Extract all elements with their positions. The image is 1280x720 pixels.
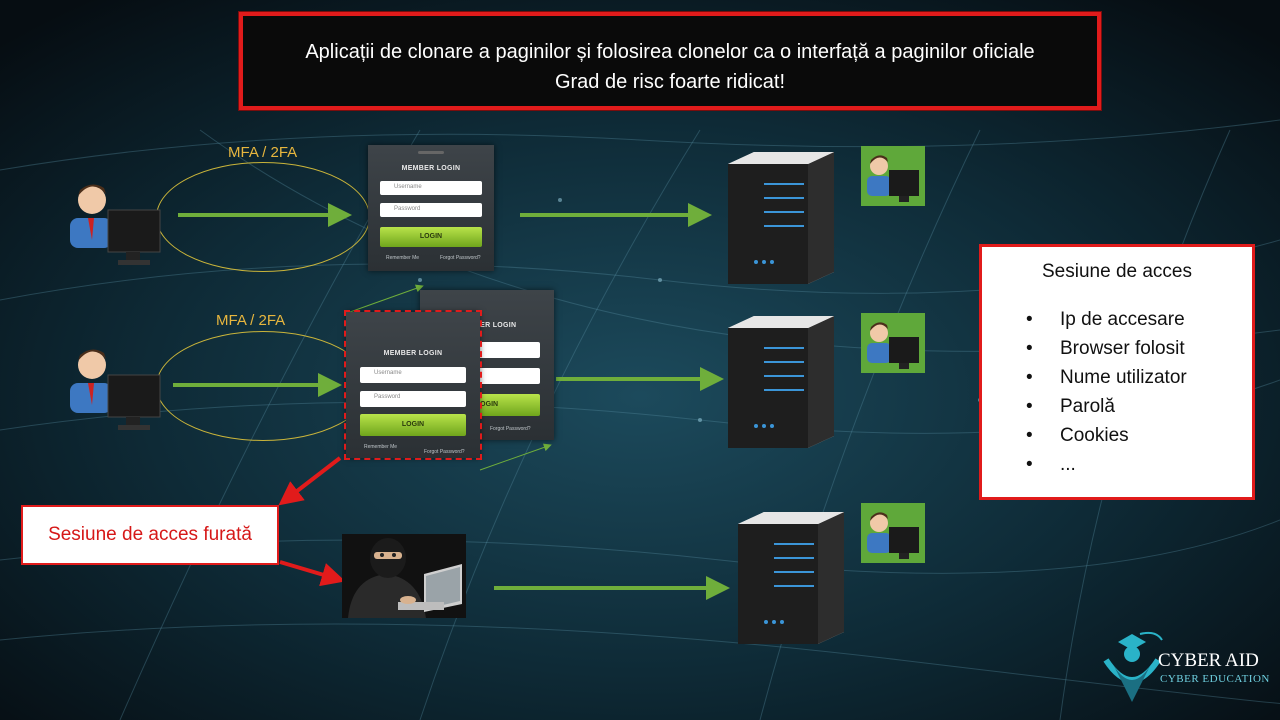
session-item: ... [1026,450,1187,479]
mfa-label-2: MFA / 2FA [216,312,286,329]
session-title: Sesiune de acces [1042,261,1192,282]
forgot-password[interactable]: Forgot Password? [424,449,465,455]
cyber-aid-logo-icon [1103,631,1163,702]
stolen-session-label: Sesiune de acces furată [21,505,279,565]
title-line-1: Aplicații de clonare a paginilor și folo… [305,41,1035,63]
clone-login-form-front: MEMBER LOGIN Username Password LOGIN Rem… [344,310,482,460]
login-button[interactable]: LOGIN [380,227,482,247]
session-item: Browser folosit [1026,334,1187,363]
user-badge-2 [861,313,925,373]
session-item: Ip de accesare [1026,305,1187,334]
form-grip [418,151,444,154]
mfa-ellipse-2 [156,331,370,441]
official-login-form: MEMBER LOGIN Username Password LOGIN Rem… [368,145,494,271]
mfa-label-1: MFA / 2FA [228,144,298,161]
user-icon-2 [70,349,161,430]
server-icon-1 [728,152,834,284]
remember-me[interactable]: Remember Me [364,444,398,450]
login-header: MEMBER LOGIN [383,350,443,357]
login-header: MEMBER LOGIN [401,165,461,172]
session-item: Parolă [1026,392,1187,421]
password-field[interactable]: Password [380,203,482,217]
remember-me[interactable]: Remember Me [386,255,420,261]
session-info-box: Sesiune de acces Ip de accesare Browser … [979,244,1255,500]
session-item: Cookies [1026,421,1187,450]
username-field[interactable]: Username [380,181,482,195]
user-badge-1 [861,146,925,206]
server-icon-2 [728,316,834,448]
username-field[interactable]: Username [360,367,466,383]
logo-tagline: CYBER EDUCATION [1160,673,1270,685]
mfa-ellipse-1 [156,162,370,272]
title-line-2: Grad de risc foarte ridicat! [554,71,786,93]
user-icon-1 [70,184,161,265]
login-button[interactable]: LOGIN [360,414,466,436]
title-banner: Aplicații de clonare a paginilor și folo… [238,11,1102,111]
user-badge-3 [861,503,925,563]
session-item: Nume utilizator [1026,363,1187,392]
forgot-password[interactable]: Forgot Password? [440,255,481,261]
forgot-password[interactable]: Forgot Password? [490,426,531,432]
session-items-list: Ip de accesare Browser folosit Nume util… [1026,305,1187,479]
attacker-icon [342,534,466,618]
password-field[interactable]: Password [360,391,466,407]
logo-name: CYBER AID [1158,650,1259,671]
server-icon-3 [738,512,844,644]
login-header: MEMBER LOGIN [457,322,517,329]
